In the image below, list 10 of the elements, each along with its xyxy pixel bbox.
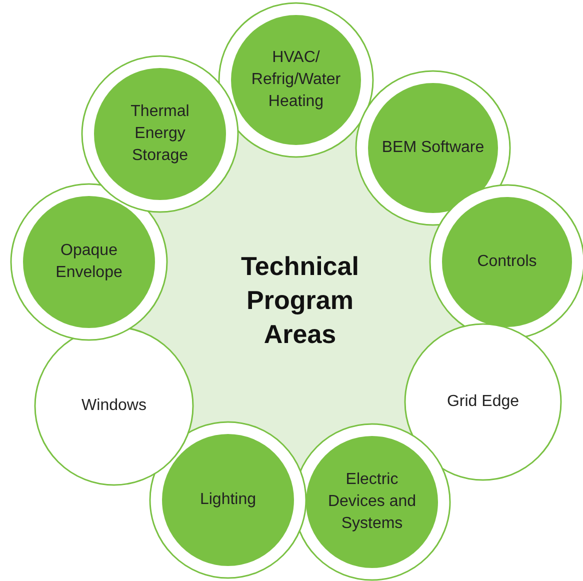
topic-label: Lighting xyxy=(198,490,258,510)
topic-label: Electric Devices and Systems xyxy=(326,470,418,534)
topic-label: Thermal Energy Storage xyxy=(130,102,190,166)
topic-label: HVAC/ Refrig/Water Heating xyxy=(250,48,342,112)
topic-label: BEM Software xyxy=(380,138,486,158)
topic-label: Grid Edge xyxy=(446,392,520,412)
topic-label: Controls xyxy=(476,252,538,272)
hub-title: Technical Program Areas xyxy=(240,250,360,351)
topic-label: Windows xyxy=(80,396,148,416)
topic-label: Opaque Envelope xyxy=(54,241,124,283)
